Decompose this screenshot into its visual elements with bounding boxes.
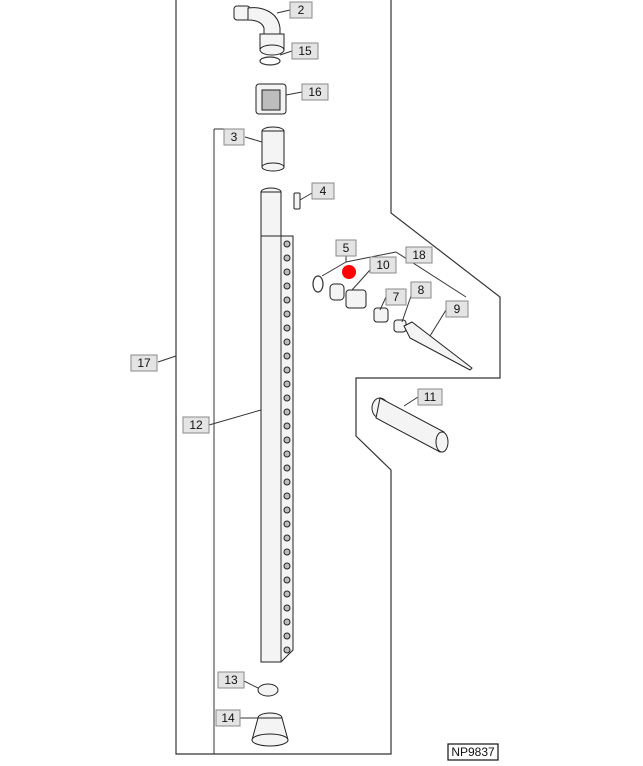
base-bushing (251, 712, 289, 747)
callout-label: 16 (308, 85, 322, 99)
callout-label: 5 (343, 241, 350, 255)
callout-label: 7 (393, 290, 400, 304)
rack-hole (283, 240, 291, 248)
rack-hole (283, 394, 291, 402)
callout-label: 10 (376, 258, 390, 272)
key (293, 192, 301, 210)
tapered-pin (403, 321, 473, 371)
callout-label: 4 (320, 184, 327, 198)
callout-8: 8 (410, 281, 432, 299)
callout-label: 14 (221, 711, 235, 725)
callout-9: 9 (445, 300, 469, 318)
callout-label: 17 (137, 356, 151, 370)
callout-11: 11 (417, 388, 443, 406)
rack-hole (283, 254, 291, 262)
highlight-marker (342, 265, 356, 279)
rack-hole (283, 478, 291, 486)
spacer (373, 307, 389, 323)
callout-14: 14 (215, 709, 241, 727)
callouts: 2 15 16 3 4 5 18 10 7 8 9 17 11 12 13 14 (130, 1, 469, 727)
callout-label: 9 (454, 302, 461, 316)
rack-hole (283, 366, 291, 374)
rack-hole (283, 590, 291, 598)
rack-hole (283, 338, 291, 346)
callout-7: 7 (385, 288, 407, 306)
leader-lines (157, 9, 467, 754)
rack-hole (283, 296, 291, 304)
callout-16: 16 (301, 83, 329, 101)
nut-fitting (345, 289, 367, 309)
callout-3: 3 (223, 128, 245, 146)
o-ring (259, 56, 281, 66)
callout-10: 10 (369, 256, 397, 274)
callout-label: 8 (418, 283, 425, 297)
rack-hole (283, 450, 291, 458)
reference-code: NP9837 (447, 743, 499, 761)
rack-hole (283, 618, 291, 626)
callout-15: 15 (291, 42, 319, 60)
callout-12: 12 (182, 416, 210, 434)
callout-label: 2 (298, 3, 305, 17)
rack-hole (283, 576, 291, 584)
callout-5: 5 (335, 239, 357, 257)
rack-hole (283, 506, 291, 514)
rack-hole (283, 380, 291, 388)
rack-hole (283, 464, 291, 472)
callout-13: 13 (217, 671, 245, 689)
callout-label: 18 (412, 248, 426, 262)
callout-4: 4 (311, 182, 335, 200)
rack-hole (283, 562, 291, 570)
rack-hole (283, 534, 291, 542)
clevis-pin (371, 397, 449, 453)
rack-hole (283, 520, 291, 528)
rack-hole (283, 632, 291, 640)
rack-hole (283, 310, 291, 318)
sleeve (255, 83, 287, 115)
rack-hole (283, 548, 291, 556)
rack-hole (283, 646, 291, 654)
reference-code-text: NP9837 (451, 745, 495, 759)
washer (257, 683, 279, 697)
rack-hole (283, 352, 291, 360)
callout-label: 13 (224, 673, 238, 687)
rack-hole (283, 324, 291, 332)
callout-2: 2 (289, 1, 313, 19)
callout-17: 17 (130, 354, 158, 372)
callout-label: 11 (424, 390, 437, 404)
rack-hole (283, 492, 291, 500)
callout-label: 3 (231, 130, 238, 144)
rack-hole (283, 422, 291, 430)
rack-hole (283, 282, 291, 290)
callout-label: 15 (298, 44, 312, 58)
rack-hole (283, 268, 291, 276)
rack-hole (283, 604, 291, 612)
assembly-boundary (175, 0, 501, 755)
callout-label: 12 (189, 418, 203, 432)
rack-hole (283, 408, 291, 416)
elbow-fitting (233, 5, 285, 56)
callout-18: 18 (405, 246, 433, 264)
o-ring-small (312, 275, 324, 293)
bushing (329, 283, 345, 301)
coupler (261, 126, 285, 172)
rack-teeth (283, 240, 291, 654)
rack-hole (283, 436, 291, 444)
